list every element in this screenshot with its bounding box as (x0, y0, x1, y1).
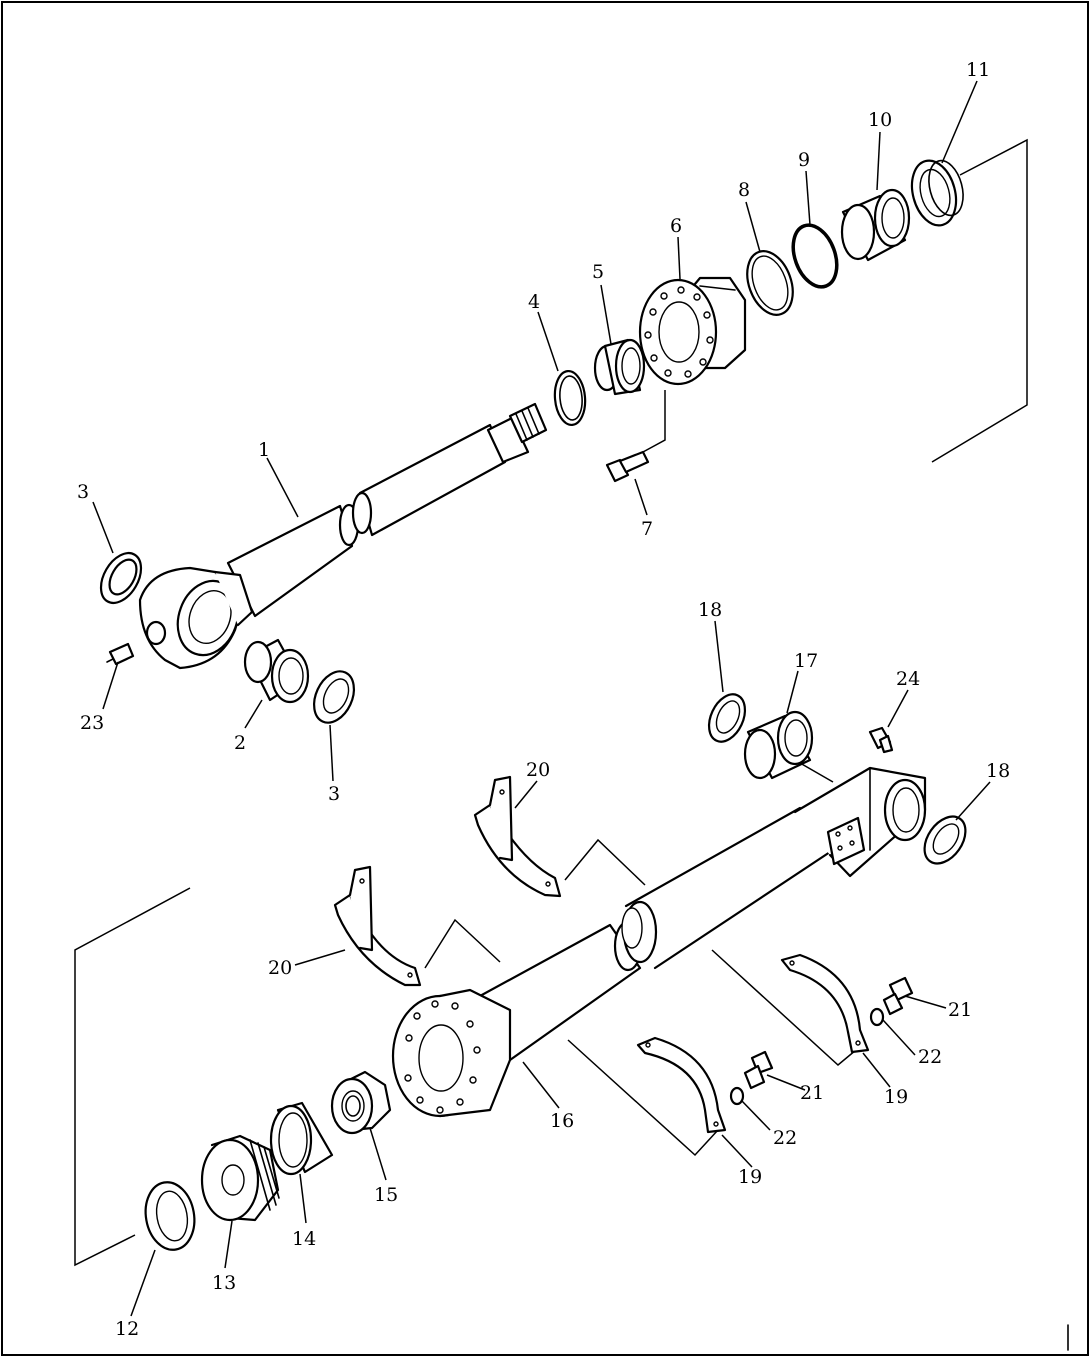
pin-guide (799, 762, 834, 783)
part-21-bolt-right (882, 976, 914, 1016)
part-19-clamp-right (780, 953, 870, 1054)
clamp-guide-3 (567, 1039, 719, 1157)
callout-10: 10 (868, 109, 892, 131)
part-15-nut (330, 1070, 392, 1135)
callout-14: 14 (292, 1228, 316, 1250)
callout-19-left: 19 (738, 1166, 762, 1188)
part-13-piston (200, 1134, 280, 1222)
assembly-guide-upper (931, 138, 1028, 463)
callout-24: 24 (896, 668, 920, 690)
callout-12: 12 (115, 1318, 139, 1340)
callout-19-right: 19 (884, 1086, 908, 1108)
callout-6: 6 (670, 215, 682, 237)
part-20-clamp-lower (333, 865, 422, 987)
callout-23: 23 (80, 712, 104, 734)
callout-5: 5 (592, 261, 604, 283)
assembly-guide-lower (74, 887, 191, 1267)
part-12-seal (144, 1181, 196, 1251)
callout-13: 13 (212, 1272, 236, 1294)
part-2-bushing (243, 638, 310, 704)
callout-9: 9 (798, 149, 810, 171)
callout-1: 1 (258, 439, 270, 461)
part-24-grease-fitting (868, 726, 894, 754)
callout-22-left: 22 (773, 1127, 797, 1149)
part-3-dust-seal-right (312, 670, 356, 724)
part-5-bushing (593, 338, 646, 396)
part-19-clamp-left (636, 1036, 727, 1134)
part-10-wear-ring (840, 188, 911, 262)
callout-20-lower: 20 (268, 957, 292, 979)
part-6-cylinder-head (638, 276, 747, 386)
part-1-piston-rod (138, 402, 548, 670)
callout-18-upper: 18 (698, 599, 722, 621)
callout-18-lower: 18 (986, 760, 1010, 782)
callout-21-right: 21 (948, 999, 972, 1021)
part-22-washer-right (869, 1007, 885, 1027)
part-8-backup-ring (746, 250, 794, 316)
part-18-dust-seal-upper (707, 693, 747, 743)
callout-3-right: 3 (328, 783, 340, 805)
part-16-cylinder-tube (391, 766, 927, 1118)
clamp-guide-2 (424, 918, 501, 969)
part-22-washer-left (729, 1086, 745, 1106)
part-11-piston-ring (910, 159, 964, 227)
part-21-bolt-left (743, 1050, 774, 1090)
clamp-guide-1 (564, 838, 646, 886)
callout-2: 2 (234, 732, 246, 754)
part-14-wear-ring (269, 1101, 334, 1176)
part-23-grease-fitting (106, 642, 135, 666)
callout-20-upper: 20 (526, 759, 550, 781)
leader-lines (92, 80, 991, 1317)
callout-22-right: 22 (918, 1046, 942, 1068)
callout-16: 16 (550, 1110, 574, 1132)
part-4-snap-ring (553, 369, 587, 427)
callout-15: 15 (374, 1184, 398, 1206)
callout-3-left: 3 (77, 481, 89, 503)
callout-4: 4 (528, 291, 540, 313)
part-17-bushing (743, 710, 814, 780)
part-9-o-ring (791, 223, 839, 289)
part-3-dust-seal-left (99, 552, 143, 604)
part-18-dust-seal-lower (923, 815, 967, 865)
callout-21-left: 21 (800, 1082, 824, 1104)
part-7-bolt (605, 450, 650, 483)
callout-17: 17 (794, 650, 818, 672)
callout-8: 8 (738, 179, 750, 201)
callout-11: 11 (966, 59, 990, 81)
callout-7: 7 (641, 518, 653, 540)
part-20-clamp-upper (473, 775, 562, 898)
assembly-guide-bolt (642, 390, 666, 453)
